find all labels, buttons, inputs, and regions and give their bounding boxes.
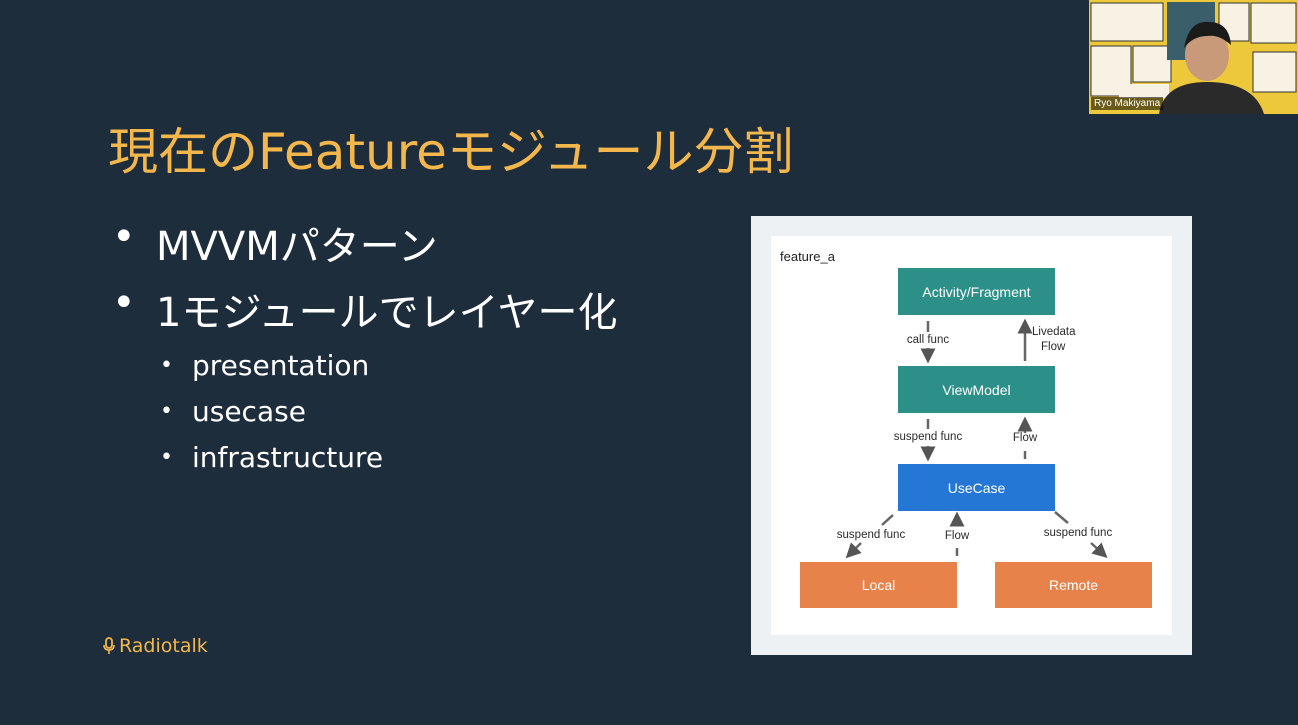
bullet-text: 1モジュールでレイヤー化 — [156, 290, 618, 336]
arrow-suspend-local-tail — [845, 542, 862, 559]
bullet-dot: • — [160, 445, 173, 470]
radiotalk-logo: Radiotalk — [102, 635, 208, 657]
edge-label-livedata: Livedata Flow — [1032, 326, 1076, 353]
participant-name: Ryo Makiyama — [1091, 97, 1164, 110]
package-label: feature_a — [780, 249, 835, 264]
edge-label-flow-vm: Flow — [1012, 432, 1038, 444]
architecture-diagram: feature_a — [751, 216, 1192, 655]
bullet-text: MVVMパターン — [156, 224, 438, 270]
sub-bullet-text: presentation — [192, 349, 370, 382]
bullet-dot: • — [160, 399, 173, 424]
slide-title: 現在のFeatureモジュール分割 — [108, 123, 794, 181]
local-node: Local — [800, 562, 957, 608]
webcam-video — [1089, 0, 1298, 114]
edge-label-flow-local: Flow — [944, 530, 970, 542]
bullet-dot: • — [112, 214, 136, 260]
sub-bullet-text: usecase — [192, 395, 306, 428]
microphone-icon — [103, 637, 115, 654]
sub-bullet-text: infrastructure — [192, 441, 384, 474]
edge-label-suspend-remote: suspend func — [1043, 527, 1113, 539]
bullet-dot: • — [160, 353, 173, 378]
diagram-arrows — [845, 318, 1108, 559]
arrow-suspend-remote-tail — [1090, 542, 1108, 559]
remote-node: Remote — [995, 562, 1152, 608]
edge-label-suspend-local: suspend func — [836, 529, 906, 541]
edge-label-call-func: call func — [906, 334, 950, 346]
logo-text: Radiotalk — [119, 635, 208, 657]
arrow-suspend-remote — [1054, 511, 1069, 524]
bullet-dot: • — [112, 280, 136, 326]
viewmodel-node: ViewModel — [898, 366, 1055, 413]
usecase-node: UseCase — [898, 464, 1055, 511]
arrow-suspend-local — [881, 514, 894, 526]
webcam-thumbnail[interactable]: Ryo Makiyama — [1089, 0, 1298, 114]
diagram-canvas: feature_a — [771, 236, 1172, 635]
activity-fragment-node: Activity/Fragment — [898, 268, 1055, 315]
edge-label-suspend-vm: suspend func — [893, 431, 963, 443]
